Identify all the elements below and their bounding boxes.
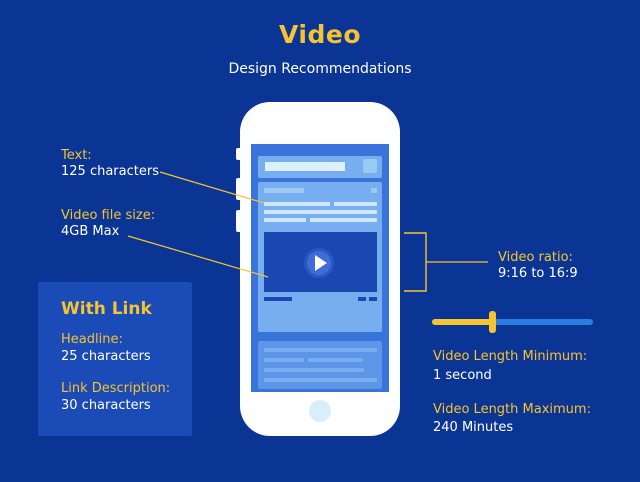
phone-side-button [236, 148, 240, 160]
file-size-value: 4GB Max [61, 224, 120, 239]
mock-search-button [363, 159, 377, 173]
mock-search-field [265, 162, 345, 171]
mock-text-line [334, 202, 377, 206]
link-description-label: Link Description: [61, 381, 171, 396]
mock-text-line [264, 218, 306, 222]
phone-side-button [236, 178, 240, 200]
mock-link-line [358, 297, 366, 301]
link-description-value: 30 characters [61, 398, 151, 413]
length-slider-thumb [489, 311, 496, 333]
length-min-value: 1 second [433, 368, 492, 383]
length-min-label: Video Length Minimum: [433, 349, 588, 364]
mock-text-line [264, 348, 377, 352]
phone-side-button [236, 210, 240, 232]
mock-text-line [264, 358, 304, 362]
length-slider-track [432, 319, 593, 325]
headline-value: 25 characters [61, 349, 151, 364]
mock-text-line [264, 378, 377, 382]
text-limit-value: 125 characters [61, 164, 159, 179]
file-size-label: Video file size: [61, 208, 156, 223]
mock-link-line [264, 297, 292, 301]
mock-text-line [308, 358, 363, 362]
mock-text-line [264, 368, 364, 372]
mock-text-line [371, 188, 377, 193]
mock-text-line [264, 188, 304, 193]
with-link-title: With Link [61, 299, 152, 319]
ratio-value: 9:16 to 16:9 [498, 266, 578, 281]
with-link-panel [38, 282, 192, 436]
length-max-label: Video Length Maximum: [433, 402, 591, 417]
headline-label: Headline: [61, 332, 123, 347]
play-icon-glyph [315, 255, 327, 271]
mock-link-line [369, 297, 377, 301]
mock-text-line [264, 202, 330, 206]
mock-text-line [310, 218, 377, 222]
length-max-value: 240 Minutes [433, 420, 514, 435]
length-slider-fill [432, 319, 493, 325]
page-title: Video [278, 20, 361, 49]
phone-home-button [309, 400, 331, 422]
text-limit-label: Text: [61, 148, 92, 163]
page-subtitle: Design Recommendations [228, 61, 412, 77]
ratio-label: Video ratio: [498, 250, 573, 265]
mock-text-line [264, 210, 377, 214]
